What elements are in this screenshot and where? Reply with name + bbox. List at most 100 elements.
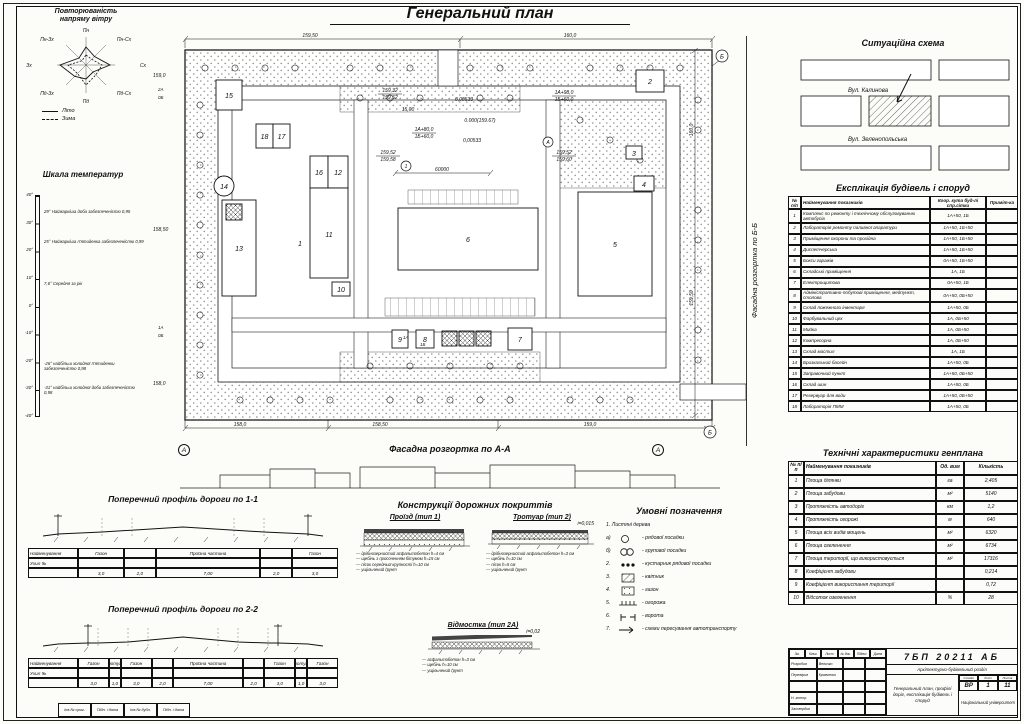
document-code: 7БП 20211 АБ bbox=[887, 649, 1017, 665]
wind-legend-winter: Зима bbox=[62, 116, 76, 123]
building-label: 18 bbox=[261, 134, 269, 141]
street-label: Вул. Калинова bbox=[848, 88, 889, 94]
legend-text: - схеми пересування автотранспорту bbox=[642, 625, 737, 632]
sheets-value: 11 bbox=[997, 681, 1017, 691]
building-4 bbox=[633, 175, 655, 192]
cell-coord: 1А+50, 0Б bbox=[930, 378, 986, 390]
temperature-note: 25° Найжаркіша п'ятиденка забезпеченістю… bbox=[44, 239, 144, 244]
building-3 bbox=[625, 145, 643, 160]
building-label: 4 bbox=[642, 182, 646, 189]
cell-qty: 5140 bbox=[964, 488, 1018, 502]
legend-item-fence: 5. - огорожа bbox=[606, 597, 752, 610]
facade-aa-label: Фасадна розгортка по А-А bbox=[389, 444, 511, 454]
legend-text: - групової посадки bbox=[642, 547, 687, 554]
profile-cell bbox=[120, 668, 152, 678]
road-crown bbox=[42, 526, 324, 537]
stamp-header-cell: Зм. bbox=[789, 649, 806, 658]
table-row: 3 Протяжність автодоріг км 1,2 bbox=[788, 501, 1018, 515]
table-row: 15 Заправочний пункт 1А+50, 0Б+50 bbox=[788, 367, 1018, 379]
cell-number: 10 bbox=[788, 312, 801, 324]
temperature-tick-label: -30° bbox=[24, 385, 33, 391]
cell-number: 13 bbox=[788, 345, 801, 357]
building-7 bbox=[507, 327, 533, 351]
cell-note bbox=[986, 356, 1018, 368]
profile-cell: Газон bbox=[78, 548, 125, 558]
cell-number: 4 bbox=[788, 514, 804, 528]
legend-text: - огорожа bbox=[642, 599, 666, 606]
cell-unit: га bbox=[936, 475, 964, 489]
profile-cell: 3,0 bbox=[307, 678, 339, 688]
cell-qty: 6734 bbox=[964, 540, 1018, 554]
profile-cell: 2,0 bbox=[124, 568, 156, 578]
winter-line-icon bbox=[42, 118, 58, 120]
cell-number: 9 bbox=[788, 301, 801, 313]
cell-qty: 0,214 bbox=[964, 566, 1018, 580]
surface-slope: i=0,015 bbox=[577, 521, 594, 527]
cell-note bbox=[986, 367, 1018, 379]
cell-name: Площа ділянки bbox=[804, 475, 936, 489]
elevation-label: 159,58 bbox=[380, 157, 396, 163]
wind-rose-winter-polygon bbox=[67, 54, 103, 86]
cell-coord: 1А+50, 0Б+50 bbox=[930, 367, 986, 379]
profile-cell bbox=[260, 558, 292, 568]
city-blocks bbox=[800, 59, 1010, 171]
layer-note: ущільнений ґрунт bbox=[418, 668, 548, 673]
cell-name: Протяжність огорожі bbox=[804, 514, 936, 528]
building-label: 13 bbox=[235, 246, 243, 253]
cell-number: 8 bbox=[788, 288, 801, 302]
profile-cell: 3,0 bbox=[291, 568, 338, 578]
sheet-header: Лист bbox=[978, 675, 998, 681]
stamp-signature bbox=[843, 692, 866, 704]
cell-note bbox=[986, 312, 1018, 324]
table-row: 12 Компресорна 1А, 0Б+50 bbox=[788, 334, 1018, 346]
ground-hatch bbox=[53, 536, 299, 543]
cell-unit: м² bbox=[936, 553, 964, 567]
cell-unit: м² bbox=[936, 527, 964, 541]
temperature-bar bbox=[35, 195, 40, 417]
cell-number: 8 bbox=[788, 566, 804, 580]
temperature-note: -31° найбільш холодної доби забезпеченіс… bbox=[44, 385, 135, 395]
table-row: 2 Площа забудови м² 5140 bbox=[788, 488, 1018, 502]
row-label bbox=[28, 678, 78, 688]
profile-cell: 7,00 bbox=[173, 678, 243, 688]
cell-note bbox=[986, 209, 1018, 223]
profile-cell: 2,0 bbox=[260, 568, 292, 578]
building-5 bbox=[577, 191, 653, 297]
tech-title: Технічні характеристики генплана bbox=[822, 448, 984, 458]
stamp-date bbox=[865, 658, 886, 670]
stamp-header-cell: Дата bbox=[869, 649, 887, 658]
legend-item-route: 7. - схеми пересування автотранспорту bbox=[606, 623, 752, 636]
surfaces-title: Конструкції дорожних покриттів bbox=[397, 500, 553, 510]
legend-heading: 1. Листяні дерева bbox=[606, 521, 651, 528]
profile-cell: 3,0 bbox=[78, 568, 125, 578]
cell-qty: 17316 bbox=[964, 553, 1018, 567]
stamp-name bbox=[816, 703, 844, 716]
table-row: 10 Фарбувальний цех 1А, 0Б+50 bbox=[788, 312, 1018, 324]
surface-name: Проїзд (тип 1) bbox=[389, 514, 441, 521]
table-row: 5 Площа всіх видів мощень м² 6320 bbox=[788, 527, 1018, 541]
surface-section bbox=[488, 530, 594, 550]
cell-number: 7 bbox=[788, 553, 804, 567]
facade-aa-elevation bbox=[180, 464, 720, 489]
stamp-header-cell: Лист bbox=[821, 649, 838, 658]
layer-note: щебінь h=10 см bbox=[418, 662, 548, 667]
misc-cell: Підп. і дата bbox=[91, 703, 124, 717]
profile-cell: Тротуар bbox=[295, 658, 307, 668]
layer-note: дрібнозернистий асфальтобетон h=3 см bbox=[482, 551, 602, 556]
table-row: 2 Лабораторія ремонту паливної апаратури… bbox=[788, 222, 1018, 234]
cell-coord: 1А+50, 0Б+50 bbox=[930, 389, 986, 401]
cell-name: Заправочний пункт bbox=[801, 367, 930, 379]
building-label: 10 bbox=[337, 287, 345, 294]
cell-coord: 1А+50, 0Б bbox=[930, 301, 986, 313]
cell-number: 2 bbox=[788, 222, 801, 234]
cell-unit: % bbox=[936, 592, 964, 606]
temperature-tick-label: 30° bbox=[26, 219, 33, 225]
cell-coord: 0А+50, 1Б bbox=[930, 277, 986, 289]
table-row: 4 Диспетчерська 1А+50, 1Б+50 bbox=[788, 244, 1018, 256]
col-header: Найменування показників bbox=[804, 461, 936, 476]
cell-unit bbox=[936, 566, 964, 580]
surface-section bbox=[360, 529, 470, 551]
wind-label-nw: Пн-Зх bbox=[40, 37, 54, 43]
